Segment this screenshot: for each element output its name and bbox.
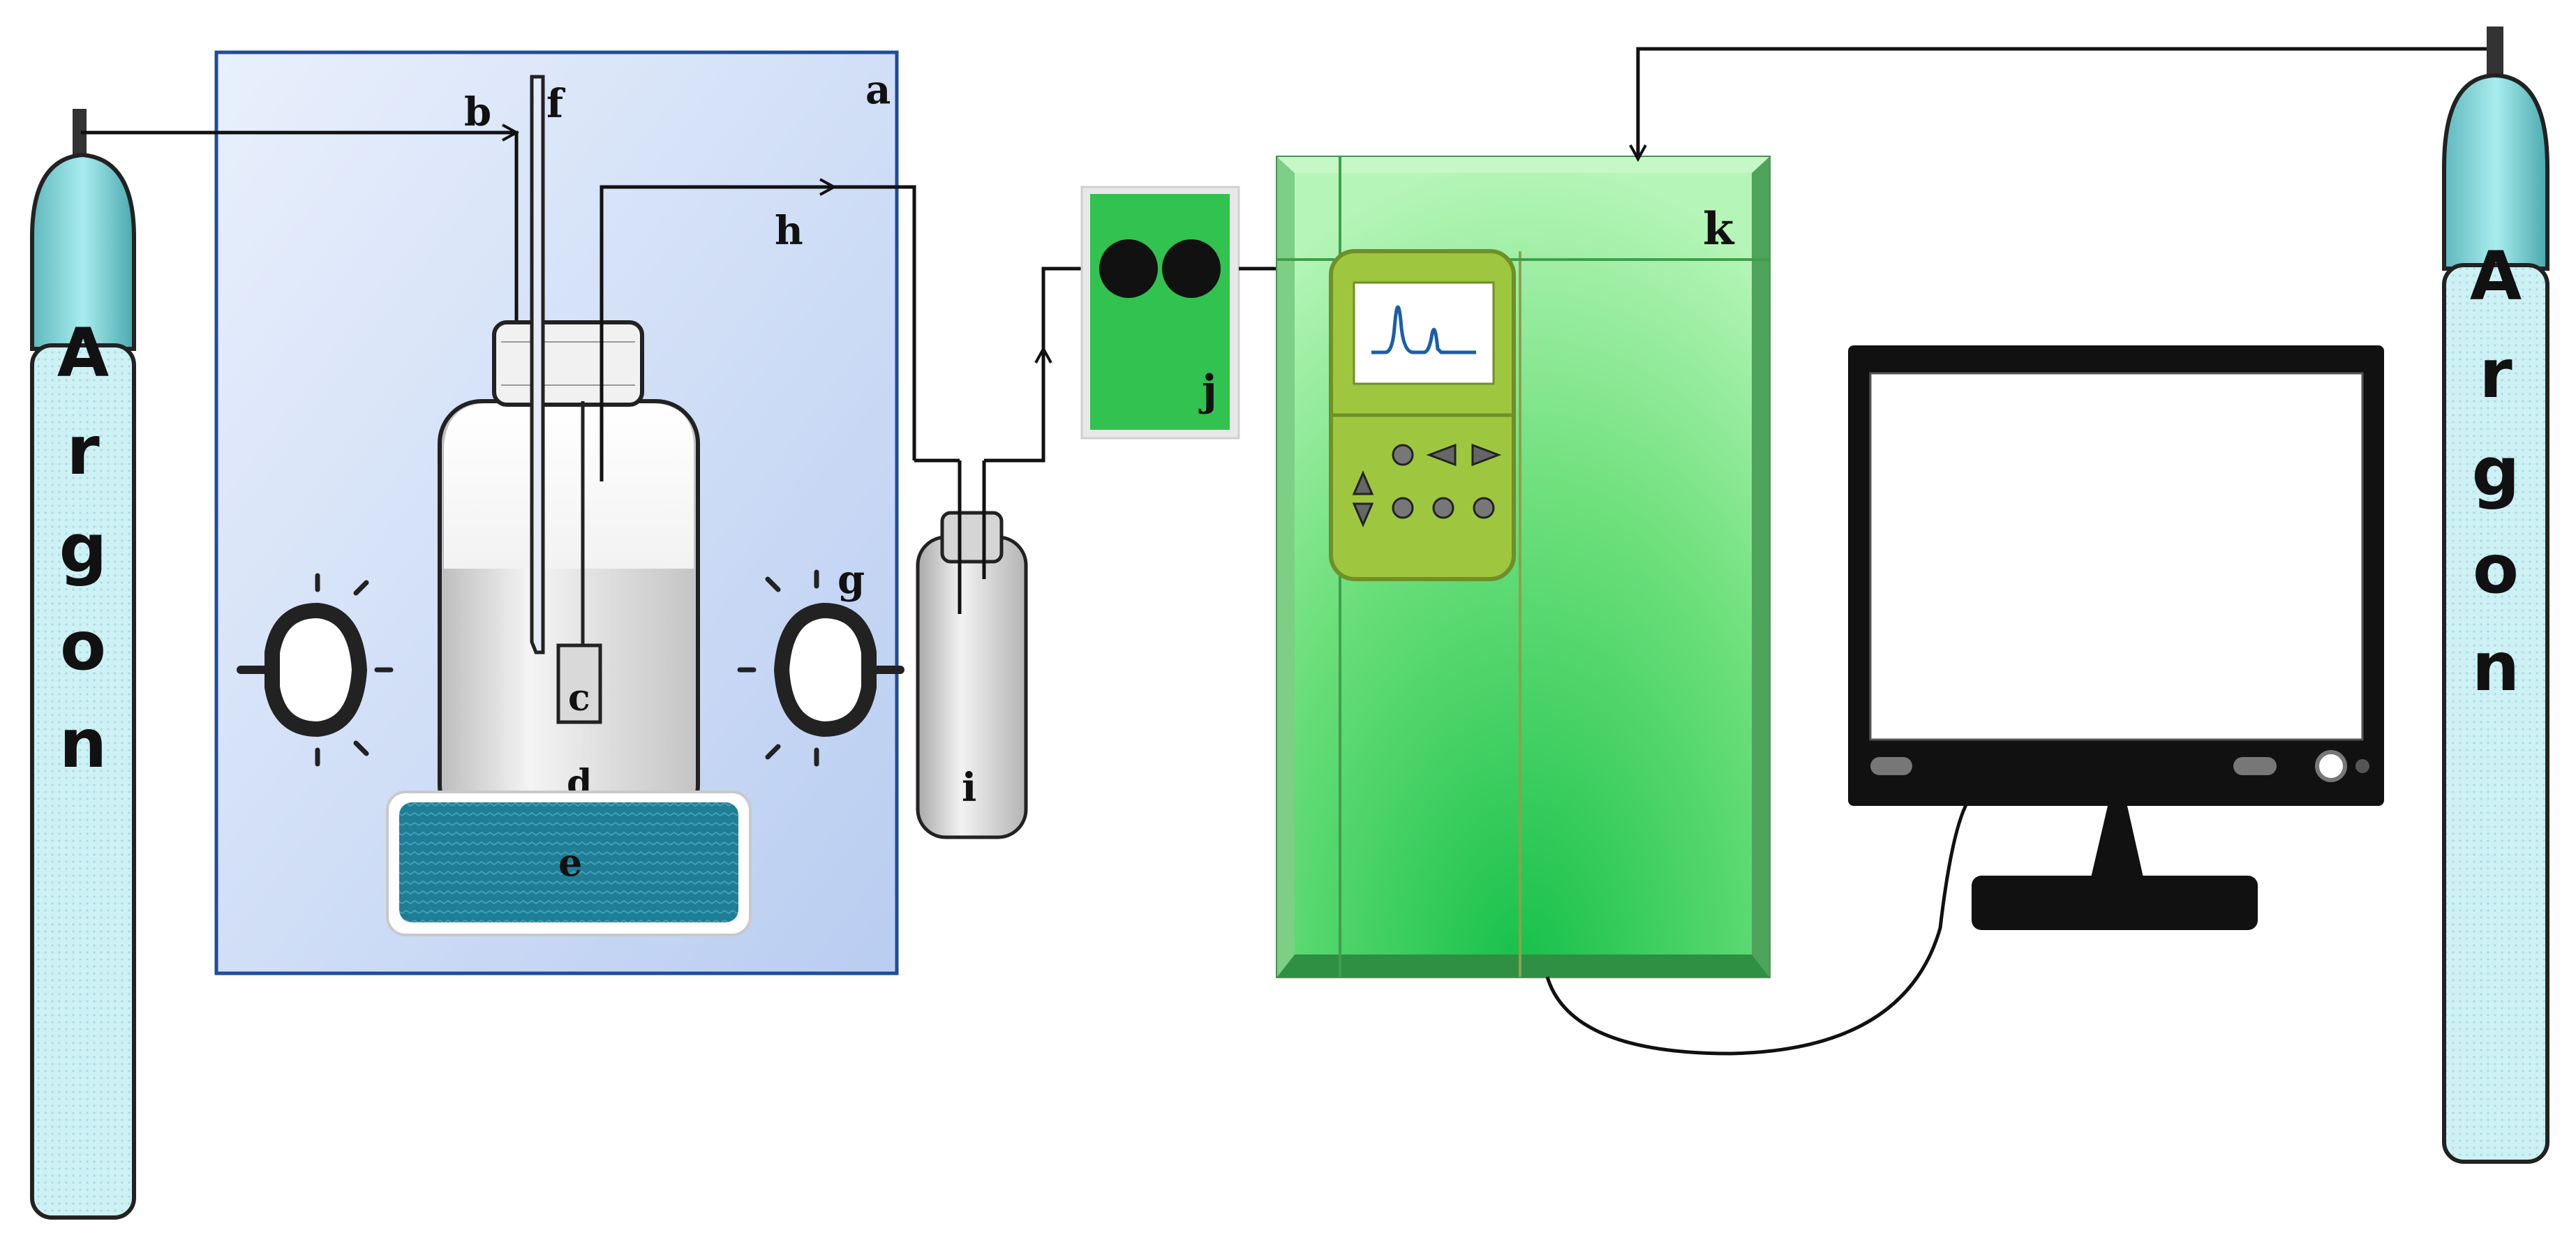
data-cable	[1545, 791, 1976, 1056]
sample-c	[556, 643, 602, 724]
panel-button-2[interactable]	[1392, 497, 1414, 519]
arrow-left-button[interactable]	[1426, 443, 1457, 467]
argon-label-left: Argon	[44, 314, 122, 802]
monitor-stand	[1972, 876, 2258, 930]
panel-button-1[interactable]	[1392, 444, 1414, 466]
label-b: b	[464, 89, 491, 135]
cylinder-cap	[2442, 73, 2549, 271]
tube-f	[530, 75, 545, 654]
label-a: a	[865, 67, 891, 113]
label-h: h	[775, 208, 803, 254]
pump-head-1	[1099, 239, 1158, 298]
trap-vial-i: i	[916, 460, 1028, 839]
cylinder-cap	[30, 152, 136, 351]
power-button[interactable]	[2315, 750, 2347, 782]
argon-cylinder-left: Argon	[30, 109, 136, 1220]
arrow-down-button[interactable]	[1352, 502, 1374, 527]
label-c: c	[568, 677, 590, 719]
computer-monitor	[1848, 345, 2384, 930]
arrow-right-button[interactable]	[1471, 443, 1502, 467]
cylinder-body	[30, 343, 136, 1220]
panel-button-3[interactable]	[1432, 497, 1454, 519]
pump-head-2	[1162, 239, 1221, 298]
gc-display	[1353, 281, 1495, 385]
lamp-left	[237, 573, 394, 767]
outlet-line-h	[600, 185, 916, 481]
arrow-up-button[interactable]	[1352, 470, 1374, 495]
monitor-led	[1870, 757, 1912, 775]
argon-label-right: Argon	[2457, 237, 2535, 726]
monitor-neck	[2088, 806, 2146, 890]
carrier-gas-line	[1636, 47, 2494, 157]
vial-cap	[940, 511, 1004, 564]
pump-j: j	[1080, 186, 1240, 440]
lamp-right	[737, 569, 904, 767]
label-k: k	[1703, 203, 1735, 255]
label-f: f	[546, 81, 566, 127]
label-j: j	[1198, 366, 1217, 415]
cylinder-body	[2442, 263, 2549, 1164]
label-e: e	[558, 840, 582, 885]
cylinder-valve	[2487, 27, 2503, 79]
cylinder-valve	[73, 109, 87, 158]
jar-headspace	[444, 403, 694, 569]
panel-button-4[interactable]	[1473, 497, 1495, 519]
label-g: g	[837, 557, 865, 603]
pump-body	[1090, 194, 1230, 430]
chromatogram-trace	[1371, 305, 1476, 354]
line-to-pump	[984, 267, 1082, 463]
stir-plate-e	[399, 802, 738, 922]
label-i: i	[962, 765, 976, 811]
jar-lid	[492, 320, 644, 407]
argon-cylinder-right: Argon	[2442, 27, 2549, 1164]
monitor-screen	[1869, 372, 2364, 741]
gas-chromatograph-k: k	[1276, 156, 1771, 978]
